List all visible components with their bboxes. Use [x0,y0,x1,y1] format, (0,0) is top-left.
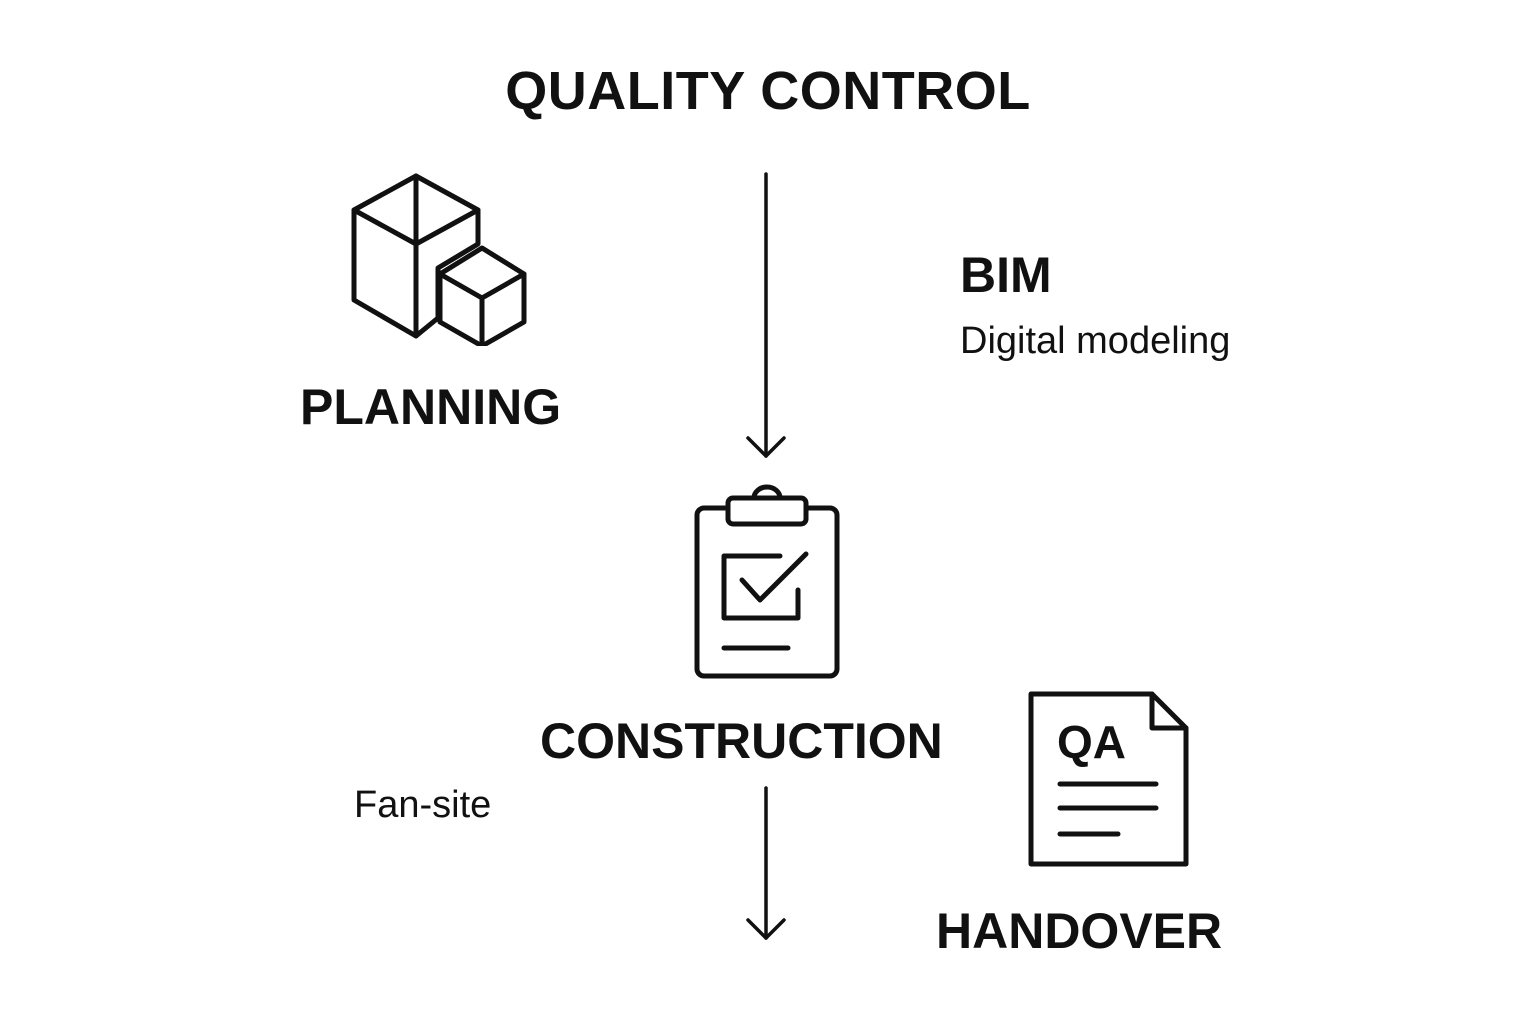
handover-label: HANDOVER [936,903,1223,959]
arrow-down-bottom [746,786,786,940]
arrow-down-top [746,172,786,458]
planning-label: PLANNING [300,379,562,435]
qa-document-icon: QA [1028,691,1189,867]
fansite-label: Fan-site [354,784,492,826]
boxes-icon [351,173,527,346]
construction-label: CONSTRUCTION [540,713,943,769]
bim-label: BIM [960,247,1052,303]
qa-icon-text: QA [1057,716,1126,768]
clipboard-check-icon [694,484,840,679]
bim-sublabel: Digital modeling [960,320,1231,362]
diagram-title: QUALITY CONTROL [505,61,1031,121]
